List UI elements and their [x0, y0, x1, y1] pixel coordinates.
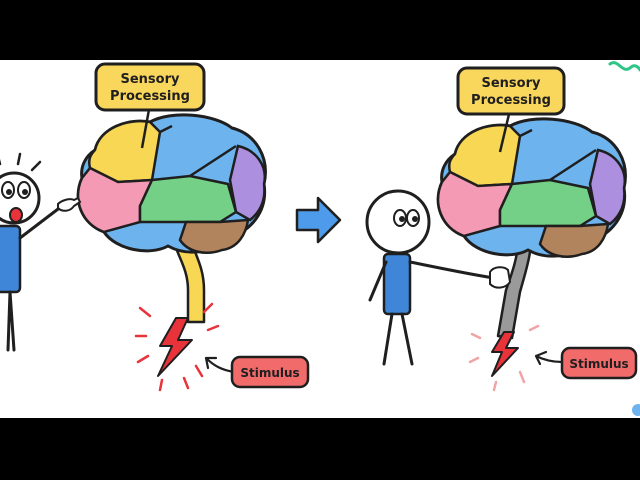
- right-sensory-label-line2: Processing: [471, 93, 551, 108]
- left-sensory-label-line2: Processing: [110, 89, 190, 104]
- left-lobe-green: [138, 174, 238, 224]
- left-stimulus-label-box: [230, 355, 310, 389]
- right-sensory-label-line1: Sensory: [482, 76, 542, 91]
- right-label-pointer: [498, 109, 512, 153]
- left-lobe-purple: [228, 144, 267, 222]
- blue-dot-decoration: [632, 404, 640, 416]
- right-lobe-brown: [538, 222, 610, 258]
- left-brain-icon: [76, 113, 267, 254]
- right-figure-arm-left: [368, 260, 388, 302]
- left-figure-arm: [18, 204, 64, 240]
- right-lobe-divider: [519, 128, 597, 182]
- left-sensory-label-line1: Sensory: [121, 72, 181, 87]
- right-lobe-purple: [588, 148, 627, 226]
- left-figure-shirt: [0, 224, 22, 294]
- right-lightning-bolt-icon: [468, 324, 540, 392]
- letterbox-top: [0, 0, 640, 60]
- right-stick-figure-icon: [365, 189, 512, 366]
- right-lobe-green: [498, 178, 598, 228]
- left-figure-mouth: [9, 207, 23, 223]
- left-figure-pointing-hand-icon: [57, 196, 82, 212]
- right-stimulus-label-box: [560, 346, 638, 380]
- right-brain-icon: [436, 117, 627, 258]
- right-arrow-icon: [295, 196, 342, 244]
- right-figure-legs: [382, 312, 414, 366]
- right-figure-shirt: [382, 252, 412, 316]
- left-lobe-divider: [159, 124, 237, 178]
- right-figure-hand-icon: [489, 266, 512, 289]
- left-stimulus-label: Stimulus: [240, 366, 299, 380]
- left-lightning-bolt-icon: [134, 302, 220, 392]
- right-sensory-label-box: [456, 66, 566, 116]
- left-lobe-yellow: [87, 119, 162, 184]
- left-stick-figure-icon: [0, 152, 82, 352]
- right-stimulus-label: Stimulus: [569, 357, 628, 371]
- right-panel: Sensory Processing Stimulus: [365, 61, 640, 416]
- green-squiggle-decoration: [608, 61, 640, 72]
- left-panel: Sensory Processing Stimulus: [0, 62, 310, 392]
- right-figure-arm-right: [408, 260, 496, 280]
- left-lobe-brown: [178, 218, 250, 254]
- left-figure-legs: [6, 290, 16, 352]
- left-sensory-label-box: [94, 62, 206, 112]
- letterbox-bottom: [0, 418, 640, 480]
- right-stimulus-arrow: [534, 350, 564, 366]
